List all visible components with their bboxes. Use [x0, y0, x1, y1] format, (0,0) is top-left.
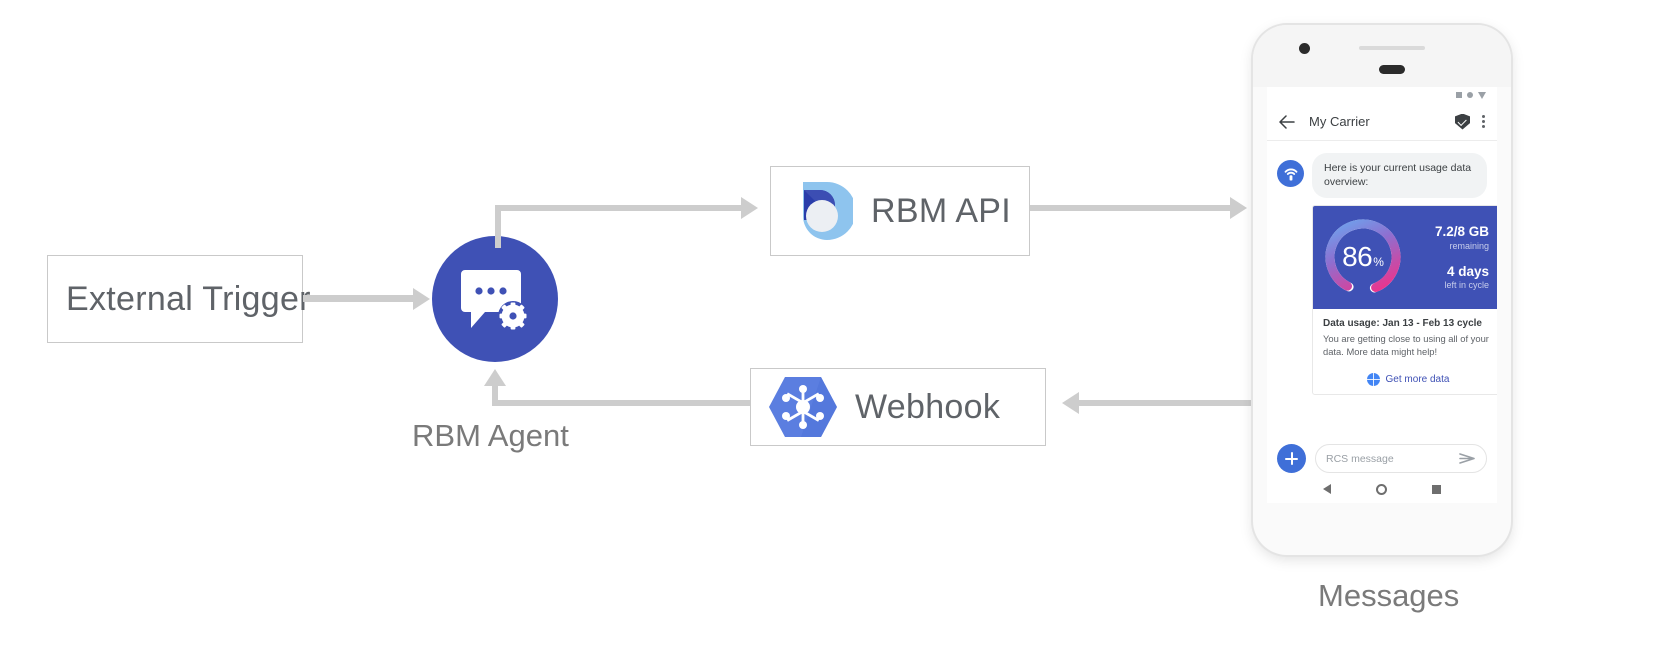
gauge-unit: % — [1373, 254, 1384, 269]
app-bar: My Carrier — [1267, 103, 1497, 141]
phone-screen: My Carrier Here is your current usa — [1267, 87, 1497, 503]
dot-icon — [1467, 92, 1473, 98]
arrowhead-webhook-to-agent — [484, 369, 506, 386]
usage-card-stats: 7.2/8 GB remaining 4 days left in cycle — [1405, 224, 1491, 290]
connector-trigger-to-agent — [303, 295, 413, 302]
rbm-agent-label: RBM Agent — [412, 418, 569, 453]
node-webhook[interactable]: Webhook — [750, 368, 1046, 446]
message-row: Here is your current usage data overview… — [1277, 153, 1487, 198]
message-bubble: Here is your current usage data overview… — [1312, 153, 1487, 198]
gauge-value-group: 86 % — [1321, 215, 1405, 299]
back-arrow-icon[interactable] — [1279, 114, 1295, 129]
triangle-down-icon — [1478, 91, 1486, 99]
plus-icon[interactable] — [1277, 444, 1306, 473]
chat-gear-icon — [461, 270, 528, 331]
nav-home-icon[interactable] — [1375, 483, 1387, 495]
webhook-hexagon-icon — [769, 377, 837, 437]
connector-api-to-phone — [1030, 205, 1230, 211]
square-icon — [1456, 92, 1462, 98]
phone-top-bezel — [1253, 25, 1511, 87]
nav-recents-icon[interactable] — [1431, 484, 1441, 494]
send-icon[interactable] — [1459, 452, 1476, 465]
overflow-menu-icon[interactable] — [1482, 114, 1485, 129]
get-more-data-button[interactable]: Get more data — [1313, 364, 1497, 394]
arrowhead-agent-to-api — [741, 197, 758, 219]
usage-gauge: 86 % — [1321, 215, 1405, 299]
arrowhead-api-to-phone — [1230, 197, 1247, 219]
connector-webhook-up — [492, 386, 498, 406]
external-trigger-label: External Trigger — [66, 279, 311, 318]
verified-shield-icon[interactable] — [1455, 113, 1470, 130]
rcs-message-placeholder: RCS message — [1326, 452, 1394, 465]
conversation-thread: Here is your current usage data overview… — [1267, 141, 1497, 396]
node-external-trigger[interactable]: External Trigger — [47, 255, 310, 343]
node-rbm-api[interactable]: RBM API — [770, 166, 1030, 256]
message-composer: RCS message — [1267, 444, 1497, 473]
front-camera-icon — [1299, 43, 1310, 54]
connector-agent-up — [495, 208, 501, 248]
speaker-grille — [1359, 46, 1425, 50]
days-left-label: left in cycle — [1444, 280, 1489, 291]
app-bar-title: My Carrier — [1309, 114, 1370, 129]
globe-icon — [1366, 373, 1380, 387]
earpiece-speaker — [1379, 65, 1405, 74]
usage-card-text: You are getting close to using all of yo… — [1323, 332, 1489, 358]
rcs-message-input[interactable]: RCS message — [1315, 444, 1487, 473]
usage-card-hero: 86 % 7.2/8 GB remaining 4 days left in c… — [1313, 205, 1497, 309]
android-nav-bar — [1267, 475, 1497, 503]
usage-card[interactable]: 86 % 7.2/8 GB remaining 4 days left in c… — [1312, 204, 1497, 396]
status-bar — [1267, 87, 1497, 103]
phone-device: My Carrier Here is your current usa — [1253, 25, 1511, 555]
node-rbm-agent[interactable] — [432, 236, 558, 362]
data-remaining-label: remaining — [1449, 240, 1489, 251]
rbm-api-label: RBM API — [871, 191, 1012, 230]
usage-card-body: Data usage: Jan 13 - Feb 13 cycle You ar… — [1313, 309, 1497, 364]
gauge-value: 86 — [1342, 241, 1373, 273]
connector-webhook-to-agent — [495, 400, 750, 406]
arrowhead-phone-to-webhook — [1062, 392, 1079, 414]
nav-back-icon[interactable] — [1323, 484, 1332, 494]
rbm-droplet-icon — [793, 182, 853, 240]
arrowhead-trigger-to-agent — [413, 288, 430, 310]
data-remaining-value: 7.2/8 GB — [1434, 224, 1489, 240]
carrier-signal-icon — [1277, 160, 1304, 187]
get-more-data-label: Get more data — [1385, 374, 1450, 386]
usage-card-title: Data usage: Jan 13 - Feb 13 cycle — [1323, 317, 1482, 329]
connector-phone-to-webhook — [1079, 400, 1269, 406]
days-left-value: 4 days — [1446, 263, 1489, 279]
messages-label: Messages — [1318, 578, 1460, 613]
connector-agent-to-api — [495, 205, 741, 211]
webhook-label: Webhook — [855, 387, 1001, 426]
